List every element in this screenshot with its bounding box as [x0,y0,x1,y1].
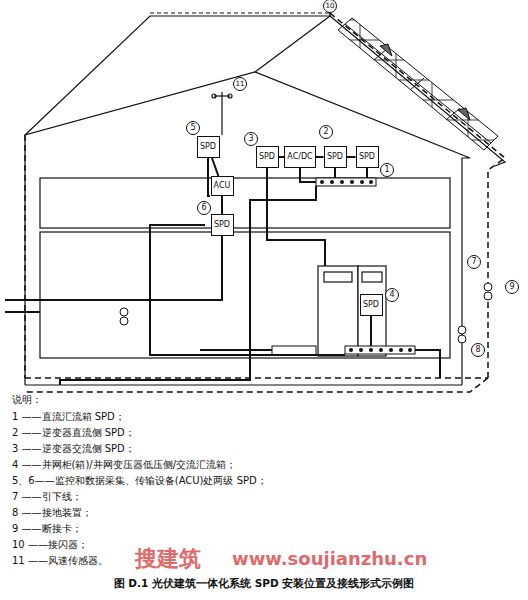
legend-note: 说明： [12,394,42,406]
legend-note: 8 ——接地装置； [12,507,92,519]
legend-note: 10 ——接闪器； [12,539,88,551]
wire-connector [316,157,324,158]
inverter-box: AC/DC [284,146,316,168]
wire-connector [347,157,356,158]
spd-box: SPD [324,146,347,168]
acu-box: ACU [211,176,234,196]
callout-number: 1 [380,163,394,177]
legend-note: 5、6——监控和数据采集、传输设备(ACU)处两级 SPD； [12,475,267,487]
box-label: SPD [327,153,343,161]
callout-number: 3 [244,132,258,146]
box-label: SPD [363,301,379,309]
legend-note: 2 ——逆变器直流侧 SPD； [12,427,135,439]
callout-number: 9 [505,280,519,294]
legend-note: 1 ——直流汇流箱 SPD； [12,411,125,423]
spd-box: SPD [256,146,279,168]
spd-box: SPD [360,294,383,316]
callout-number: 11 [233,77,247,91]
box-label: ACU [214,182,231,190]
wire-connector [212,158,218,176]
callout-number: 2 [319,125,333,139]
box-label: SPD [200,143,216,151]
box-label: SPD [259,153,275,161]
legend-note: 11 ——风速传感器。 [12,555,108,567]
callout-number: 5 [186,121,200,135]
spd-box: SPD [211,214,234,236]
figure-caption: 图 D.1 光伏建筑一体化系统 SPD 安装位置及接线形式示例图 [114,577,415,591]
callout-number: 8 [471,343,485,357]
box-label: AC/DC [287,153,312,161]
callout-number: 6 [197,201,211,215]
spd-box: SPD [197,136,220,158]
box-label: SPD [214,221,230,229]
callout-number: 7 [467,255,481,269]
legend-note: 4 ——并网柜(箱)/并网变压器低压侧/交流汇流箱； [12,459,236,471]
wire-connector [222,196,223,214]
legend-note: 9 ——断接卡； [12,523,82,535]
callout-number: 4 [385,288,399,302]
legend-note: 7 ——引下线； [12,491,82,503]
spd-box: SPD [356,146,379,168]
box-label: SPD [359,153,375,161]
legend-note: 3 ——逆变器交流侧 SPD； [12,443,135,455]
callout-number: 10 [323,0,337,13]
watermark: www.soujianzhu.cn [232,548,427,569]
watermark: 搜建筑 [135,544,201,574]
